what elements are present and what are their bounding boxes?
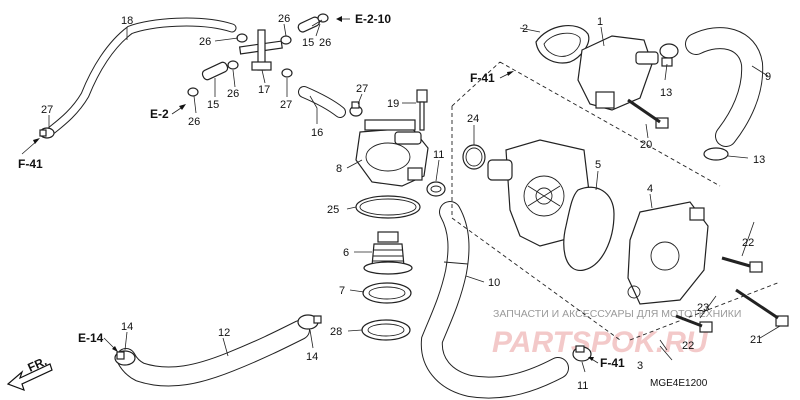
clamp-26-e <box>187 87 199 97</box>
callout-11-lower: 11 <box>577 380 588 392</box>
ref-e-2: E-2 <box>150 107 169 121</box>
callout-22-lower: 22 <box>682 340 694 352</box>
gasket-5 <box>563 186 615 271</box>
callout-13-lower: 13 <box>753 154 765 166</box>
hose-16 <box>298 86 346 118</box>
clamp-11-upper <box>426 181 446 197</box>
callout-5: 5 <box>595 159 601 171</box>
callout-18: 18 <box>121 15 133 27</box>
gasket-2 <box>535 25 590 64</box>
clamp-27-left <box>39 127 55 139</box>
callout-3: 3 <box>637 360 643 372</box>
callout-15-lower: 15 <box>207 99 219 111</box>
oring-25 <box>355 195 421 219</box>
clamp-26-b <box>280 35 292 45</box>
ref-f-41-bottom: F-41 <box>600 356 625 370</box>
callout-labels: 18 27 26 26 26 15 26 15 26 17 27 16 27 1… <box>41 13 771 392</box>
thermostat-housing-8 <box>355 119 429 187</box>
callout-26-a: 26 <box>199 36 211 48</box>
clamp-14-right <box>297 314 322 330</box>
clamp-26-d <box>227 60 239 70</box>
callout-25: 25 <box>327 204 339 216</box>
gasket-7 <box>362 282 412 304</box>
reference-labels: E-2-10 E-2 F-41 F-41 E-14 F-41 <box>18 12 625 370</box>
bolt-20 <box>627 98 669 129</box>
callout-1: 1 <box>597 16 603 28</box>
hose-15-upper <box>297 16 320 33</box>
clamp-27-right <box>349 101 363 117</box>
bolt-19 <box>416 89 428 131</box>
callout-2: 2 <box>522 23 528 35</box>
bolt-23 <box>675 314 713 333</box>
callout-27-mid: 27 <box>280 99 292 111</box>
diagram-code: MGE4E1200 <box>650 378 708 389</box>
callout-26-e: 26 <box>188 116 200 128</box>
hose-18 <box>47 17 237 135</box>
housing-1 <box>577 35 659 111</box>
callout-27-right: 27 <box>356 83 368 95</box>
callout-23: 23 <box>697 302 709 314</box>
joint-17 <box>238 29 283 71</box>
callout-14-right: 14 <box>306 351 318 363</box>
watermark-brand: PARTSPOK.RU <box>492 326 709 359</box>
callout-21: 21 <box>750 334 762 346</box>
callout-16: 16 <box>311 127 323 139</box>
clamp-26-a <box>236 33 248 43</box>
callout-14-left: 14 <box>121 321 133 333</box>
callout-9: 9 <box>765 71 771 83</box>
callout-26-b: 26 <box>278 13 290 25</box>
ref-e-2-10: E-2-10 <box>355 12 391 26</box>
callout-17: 17 <box>258 84 270 96</box>
callout-26-d: 26 <box>227 88 239 100</box>
bolt-22 <box>721 256 763 273</box>
ref-e-14: E-14 <box>78 331 104 345</box>
clamp-14-left <box>114 350 136 366</box>
ref-f-41-top: F-41 <box>470 71 495 85</box>
callout-13-upper: 13 <box>660 87 672 99</box>
oring-24 <box>462 144 486 170</box>
clamp-26-c <box>317 13 329 23</box>
clamp-13-upper <box>659 43 679 67</box>
hose-15-lower <box>201 61 229 81</box>
thermostat-6 <box>363 231 413 275</box>
pump-cover-4 <box>627 201 709 305</box>
leader-lines <box>48 19 781 373</box>
callout-10: 10 <box>488 277 500 289</box>
clamp-13-lower <box>703 147 729 161</box>
callout-7: 7 <box>339 285 345 297</box>
clamp-27-mid <box>281 68 293 78</box>
callout-22-right: 22 <box>742 237 754 249</box>
callout-4: 4 <box>647 183 653 195</box>
callout-26-c: 26 <box>319 37 331 49</box>
callout-15-upper: 15 <box>302 37 314 49</box>
hose-10 <box>420 201 569 399</box>
front-arrow: FR. <box>6 354 53 392</box>
bolt-21 <box>735 288 789 327</box>
callout-12: 12 <box>218 327 230 339</box>
callout-8: 8 <box>336 163 342 175</box>
callout-20: 20 <box>640 139 652 151</box>
ref-f-41-left: F-41 <box>18 157 43 171</box>
callout-11-upper: 11 <box>433 149 444 161</box>
callout-6: 6 <box>343 247 349 259</box>
callout-19: 19 <box>387 98 399 110</box>
hose-12 <box>116 320 310 387</box>
gasket-28 <box>361 319 411 341</box>
clamp-11-lower <box>572 345 592 362</box>
callout-27-left: 27 <box>41 104 53 116</box>
hose-9 <box>685 27 764 147</box>
callout-28: 28 <box>330 326 342 338</box>
callout-24: 24 <box>467 113 479 125</box>
